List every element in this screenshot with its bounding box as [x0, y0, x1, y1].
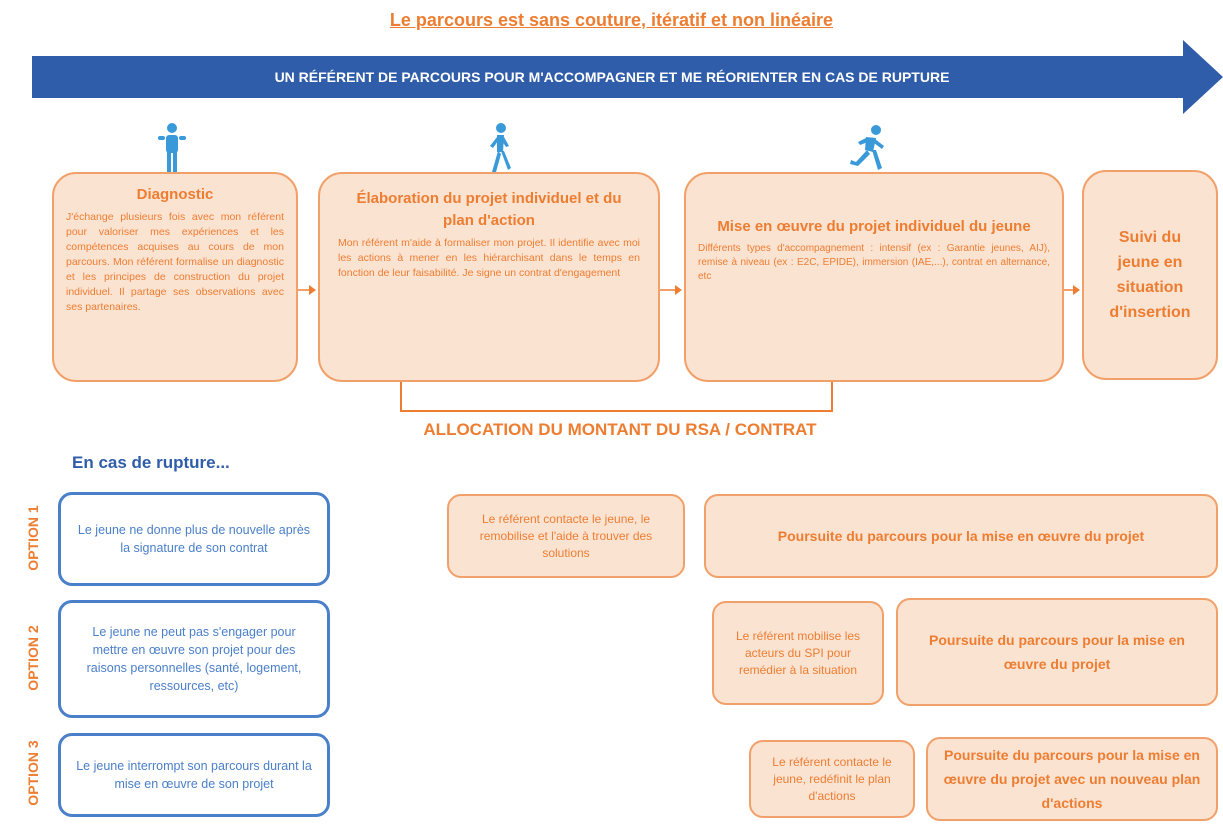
outcome-text: Poursuite du parcours pour la mise en œu… [943, 747, 1201, 811]
stage-description: Différents types d'accompagnement : inte… [698, 243, 1050, 282]
stage-mise-en-oeuvre: Mise en œuvre du projet individuel du je… [684, 172, 1064, 382]
running-person-icon [850, 125, 884, 170]
stage-title: Diagnostic [136, 186, 214, 203]
connector-line [660, 289, 678, 291]
option-2-situation: Le jeune ne peut pas s'engager pour mett… [58, 600, 330, 718]
banner-arrow-head [1183, 40, 1223, 114]
banner-text: UN RÉFÉRENT DE PARCOURS POUR M'ACCOMPAGN… [274, 69, 950, 85]
walking-person-icon [490, 123, 511, 172]
stage-description: Mon référent m'aide à formaliser mon pro… [338, 237, 640, 279]
stage-title: Élaboration du projet individuel et du p… [356, 190, 622, 229]
stage-description: J'échange plusieurs fois avec mon référe… [66, 211, 284, 313]
stage-title: Suivi du jeune en situation d'insertion [1109, 229, 1191, 321]
option-1-label: OPTION 1 [25, 505, 41, 571]
option-3-situation: Le jeune interrompt son parcours durant … [58, 733, 330, 817]
action-text: Le référent mobilise les acteurs du SPI … [735, 628, 861, 677]
situation-text: Le jeune interrompt son parcours durant … [76, 759, 312, 791]
option-1-outcome: Poursuite du parcours pour la mise en œu… [704, 494, 1218, 578]
option-1-action: Le référent contacte le jeune, le remobi… [447, 494, 685, 578]
allocation-label: ALLOCATION DU MONTANT DU RSA / CONTRAT [423, 420, 817, 439]
situation-text: Le jeune ne peut pas s'engager pour mett… [86, 625, 302, 693]
stage-suivi: Suivi du jeune en situation d'insertion [1082, 170, 1218, 380]
option-3-action: Le référent contacte le jeune, redéfinit… [749, 740, 915, 818]
banner-arrow [32, 56, 1192, 98]
stage-elaboration: Élaboration du projet individuel et du p… [318, 172, 660, 382]
connector-line [1064, 289, 1076, 291]
outcome-text: Poursuite du parcours pour la mise en œu… [929, 632, 1185, 672]
option-1-situation: Le jeune ne donne plus de nouvelle après… [58, 492, 330, 586]
arrow-head-icon [309, 285, 316, 295]
stage-diagnostic: Diagnostic J'échange plusieurs fois avec… [52, 172, 298, 382]
rupture-heading: En cas de rupture... [72, 453, 230, 472]
action-text: Le référent contacte le jeune, redéfinit… [772, 754, 892, 803]
situation-text: Le jeune ne donne plus de nouvelle après… [77, 523, 311, 555]
option-2-label: OPTION 2 [25, 625, 41, 691]
arrow-head-icon [1073, 285, 1080, 295]
action-text: Le référent contacte le jeune, le remobi… [479, 511, 653, 560]
option-3-outcome: Poursuite du parcours pour la mise en œu… [926, 737, 1218, 821]
arrow-head-icon [675, 285, 682, 295]
option-2-action: Le référent mobilise les acteurs du SPI … [712, 601, 884, 705]
diagram-title: Le parcours est sans couture, itératif e… [389, 10, 834, 30]
outcome-text: Poursuite du parcours pour la mise en œu… [777, 528, 1145, 544]
stage-title: Mise en œuvre du projet individuel du je… [717, 218, 1031, 235]
standing-person-icon [158, 123, 186, 172]
allocation-bracket [400, 382, 833, 412]
option-2-outcome: Poursuite du parcours pour la mise en œu… [896, 598, 1218, 706]
connector-line [298, 289, 312, 291]
option-3-label: OPTION 3 [25, 740, 41, 806]
